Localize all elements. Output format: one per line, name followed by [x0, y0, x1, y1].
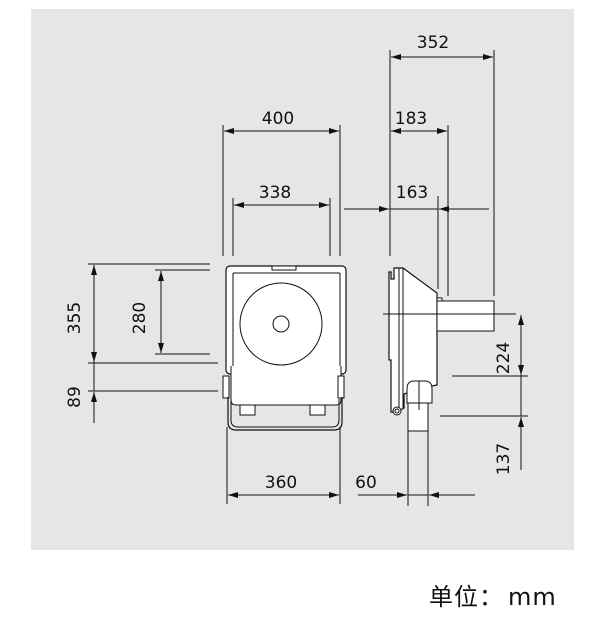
dim-label-352: 352: [417, 33, 449, 53]
front-top-tab: [271, 265, 297, 271]
dim-label-183: 183: [395, 109, 427, 129]
dim-label-338: 338: [259, 183, 291, 203]
dim-label-360: 360: [265, 473, 297, 493]
unit-label-prefix: 单位：: [429, 583, 504, 611]
side-hinge-pin: [392, 406, 402, 416]
dim-label-163: 163: [396, 183, 428, 203]
front-lower-body: [230, 366, 342, 406]
front-lamp-center: [272, 315, 290, 333]
dim-label-137: 137: [494, 443, 514, 475]
front-right-foot: [309, 404, 326, 416]
front-bracket: [227, 397, 343, 431]
unit-label-value: mm: [508, 583, 557, 611]
dim-label-280: 280: [130, 302, 150, 334]
front-view: [222, 265, 347, 431]
dim-label-224: 224: [494, 342, 514, 374]
dim-label-355: 355: [65, 302, 85, 334]
side-view: [388, 267, 495, 432]
extension-lines: [88, 50, 528, 506]
front-left-foot: [239, 404, 256, 416]
side-bracket-post: [407, 402, 429, 432]
side-mount-arm: [436, 300, 495, 332]
front-right-hinge: [337, 375, 345, 399]
dim-label-89: 89: [65, 386, 85, 408]
dim-label-400: 400: [262, 109, 294, 129]
dim-label-60: 60: [355, 473, 377, 493]
dimension-labels: 400 338 360 355 280 89 352 183 163 60 22…: [65, 33, 514, 493]
unit-label: 单位：mm: [429, 577, 557, 612]
dimension-lines: [91, 54, 524, 498]
front-left-hinge: [222, 375, 230, 399]
